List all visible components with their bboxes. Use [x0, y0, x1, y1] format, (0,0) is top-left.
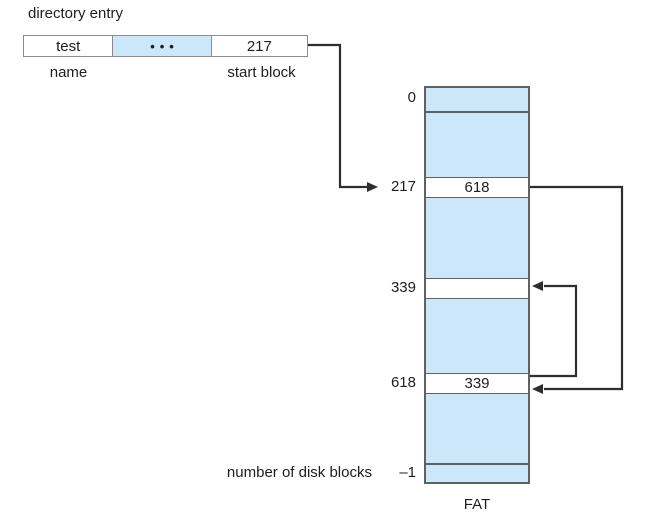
- directory-entry-name-cell: test: [24, 36, 114, 56]
- fat-entry-217-cell: 618: [426, 177, 528, 198]
- start-block-to-217-arrow: [308, 43, 367, 189]
- fat-link-217-to-618-arrow: [530, 185, 624, 391]
- fat-table-column: 618 339: [424, 86, 530, 484]
- name-field-label: name: [49, 64, 88, 81]
- fat-row-label-0: 0: [407, 89, 416, 106]
- start-block-field-label: start block: [227, 64, 296, 81]
- number-of-disk-blocks-label: number of disk blocks: [226, 464, 372, 481]
- fat-entry-339-cell: [426, 278, 528, 299]
- fat-row-label-618: 618: [390, 374, 416, 391]
- fat-entry-618-cell: 339: [426, 373, 528, 394]
- fat-row-label-217: 217: [390, 178, 416, 195]
- fat-row-end-divider: [426, 463, 528, 465]
- fat-caption: FAT: [463, 496, 491, 513]
- fat-row-label-339: 339: [390, 279, 416, 296]
- arrowhead-618: [532, 384, 543, 394]
- directory-entry-start-block-cell: 217: [246, 37, 272, 55]
- arrowhead-339: [532, 281, 543, 291]
- fat-row-label-minus1: –1: [399, 464, 416, 481]
- directory-entry-ellipsis-cell: •••: [113, 36, 212, 56]
- fat-row-0-divider: [426, 111, 528, 113]
- fat-link-618-to-339-arrow: [530, 284, 578, 378]
- directory-entry-title: directory entry: [28, 5, 124, 22]
- directory-entry-box: test ••• 217: [23, 35, 308, 57]
